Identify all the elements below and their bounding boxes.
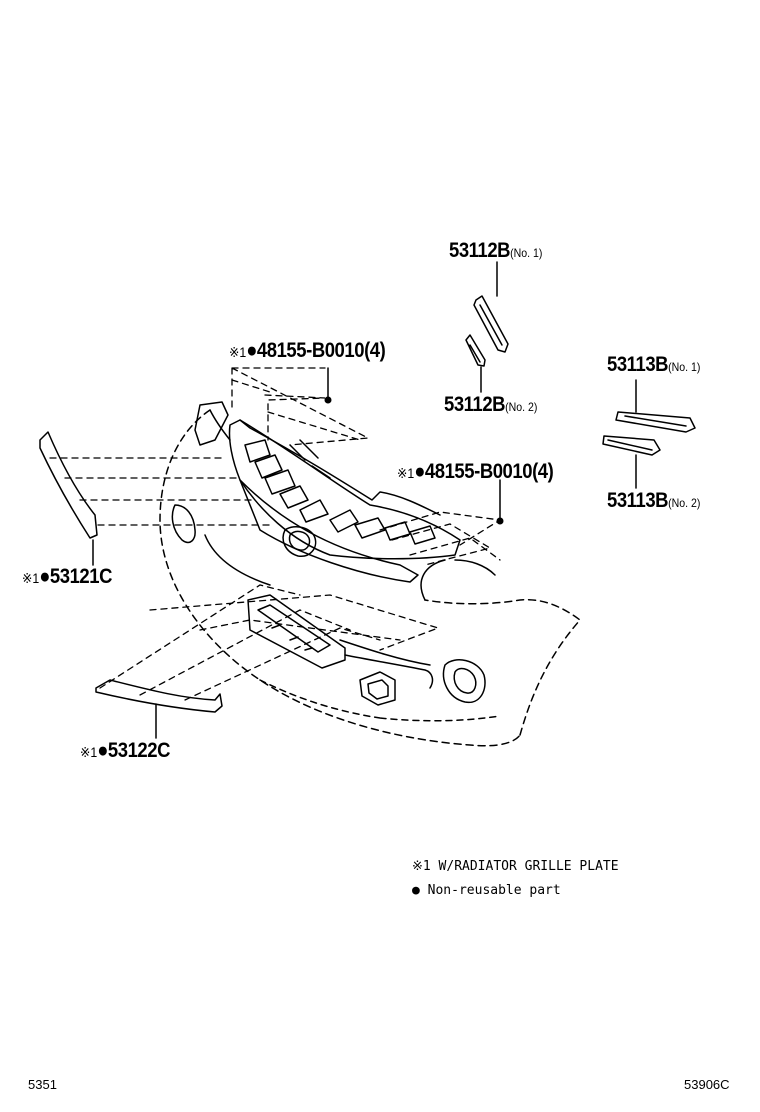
assembly-line-top-1 (231, 367, 371, 446)
fastener-dot-top (324, 396, 332, 404)
footer-page-code: 5351 (28, 1077, 57, 1092)
assembly-line-53122c-1 (99, 584, 301, 689)
clip-53112b-no1 (473, 295, 509, 353)
label-part-number: 53113B (607, 353, 669, 376)
legend-note-1: ※1 W/RADIATOR GRILLE PLATE (412, 859, 619, 874)
radiator-grille-lower-bar (239, 479, 419, 583)
bumper-left-side (194, 401, 229, 446)
label-suffix: (No. 2) (505, 400, 538, 414)
label-part-number: 53113B (607, 489, 669, 512)
grille-plate-53121c (39, 431, 98, 539)
strip-53113b-no1 (615, 411, 696, 433)
label-part-number: 53112B (449, 239, 511, 262)
label-48155-top: ※1●48155-B0010(4) (229, 339, 386, 362)
label-part-number: 48155-B0010(4) (256, 339, 386, 362)
left-fog-lamp (171, 504, 196, 544)
clip-53112b-no2 (465, 334, 486, 367)
label-53122c: ※1●53122C (80, 740, 170, 761)
footer-figure-code: 53906C (684, 1077, 730, 1092)
label-48155-right: ※1●48155-B0010(4) (397, 460, 554, 483)
assembly-line-right-2 (391, 523, 492, 566)
label-bullet: ● (97, 739, 108, 762)
label-suffix: (No. 2) (668, 496, 701, 510)
assembly-line-53122c-5 (199, 619, 401, 641)
strip-53113b-no2 (602, 435, 661, 456)
assembly-line-top-3 (231, 379, 271, 393)
label-suffix: (No. 1) (668, 360, 701, 374)
label-bullet: ● (414, 460, 425, 483)
label-part-number: 53122C (107, 739, 171, 762)
label-suffix: (No. 1) (510, 246, 543, 260)
label-part-number: 48155-B0010(4) (424, 460, 554, 483)
label-53112b-no1: 53112B(No. 1) (449, 240, 542, 261)
radiator-grille-slats (244, 439, 436, 545)
label-bullet: ● (39, 565, 50, 588)
legend-note-2: ● Non-reusable part (412, 883, 561, 898)
label-prefix: ※1 (80, 744, 98, 760)
label-53113b-no2: 53113B(No. 2) (607, 490, 700, 511)
label-prefix: ※1 (229, 344, 247, 360)
bumper-lower-line (259, 679, 501, 722)
bumper-lower-contour (204, 534, 496, 666)
label-prefix: ※1 (397, 465, 415, 481)
label-prefix: ※1 (22, 570, 40, 586)
assembly-line-right-1 (379, 511, 502, 546)
license-plate-bracket-holes (271, 624, 313, 651)
bumper-right-recess (344, 654, 434, 689)
label-53113b-no1: 53113B(No. 1) (607, 354, 700, 375)
label-53121c: ※1●53121C (22, 566, 112, 587)
radiator-grille-upper-bar (239, 419, 441, 516)
license-plate-bracket (247, 594, 346, 669)
assembly-line-top-2 (264, 394, 361, 441)
label-bullet: ● (246, 339, 257, 362)
assembly-line-53122c-3 (184, 627, 381, 701)
label-part-number: 53121C (49, 565, 113, 588)
right-fog-lamp (442, 659, 486, 704)
label-part-number: 53112B (444, 393, 506, 416)
bumper-cover-upper-edge (209, 409, 446, 601)
bumper-cover-outline (159, 409, 521, 747)
bumper-cover-right-edge (424, 598, 581, 736)
assembly-line-53122c-2 (139, 609, 351, 696)
grille-plate-53122c (95, 679, 223, 713)
label-53112b-no2: 53112B(No. 2) (444, 394, 537, 415)
bumper-right-vent (359, 671, 396, 706)
assembly-line-53122c-4 (149, 594, 441, 651)
